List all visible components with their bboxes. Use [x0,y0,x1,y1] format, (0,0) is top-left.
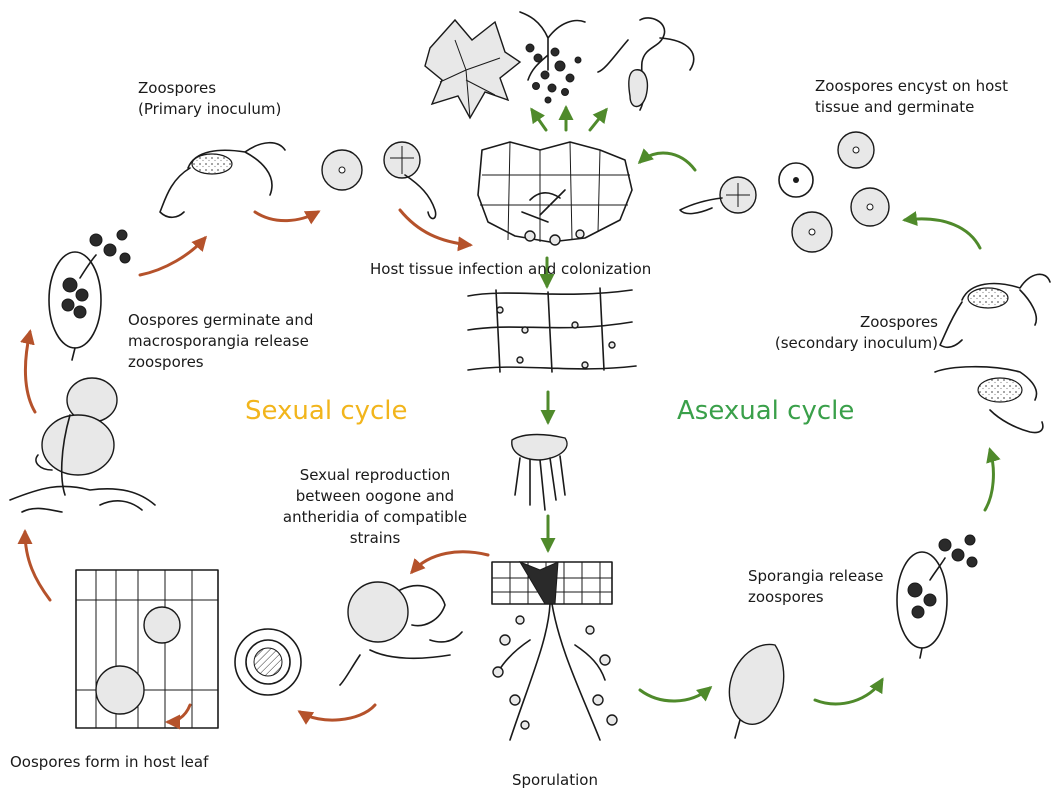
arrow-leaf-to-germination [25,532,50,600]
germinating-cyst-right-drawing [680,177,756,214]
sporangiophore-cluster-drawing [520,12,585,103]
label-zoospores-secondary: Zoospores (secondary inoculum) [748,312,938,354]
arrow-sporulation-to-sporangium [640,688,710,701]
arrow-cyst-to-host-tissue [640,153,695,170]
germinating-spore-drawing [598,18,694,110]
label-oospores-form: Oospores form in host leaf [10,752,208,773]
sporangium-drawing [729,644,783,738]
arrow-zoospore-to-cyst [255,212,318,221]
label-sporangia-release: Sporangia release zoospores [748,566,883,608]
arrow-sporangium-to-release [815,680,882,704]
germinating-oospore-drawing [10,378,155,512]
sporangiophore-tuft-drawing [512,435,567,511]
arrow-oospore-to-leaf [168,705,190,722]
arrow-host-to-germinating-spore [590,110,606,130]
label-sporulation: Sporulation [512,770,598,791]
sexual-cycle-title: Sexual cycle [245,396,408,426]
arrow-secondary-to-encyst [905,219,980,248]
infected-leaf-drawing [425,20,520,118]
secondary-zoospore-top-drawing [940,274,1050,347]
arrow-macrosporangium-to-zoospore [140,238,205,275]
oospores-in-leaf-drawing [76,570,218,728]
encysted-zoospores-right-drawing [779,132,889,252]
arrow-host-to-leaf [532,110,546,130]
label-zoospores-primary: Zoospores (Primary inoculum) [138,78,281,120]
arrow-sporulation-to-oogone [412,552,488,572]
asexual-cycle-title: Asexual cycle [677,396,854,426]
primary-zoospore-drawing [160,143,285,218]
arrow-oogone-to-oospore [300,705,375,720]
arrow-release-to-secondary [985,450,993,510]
secondary-zoospore-bottom-drawing [935,367,1043,433]
oospore-drawing [235,629,301,695]
host-tissue-drawing [478,142,632,245]
hyphae-network-drawing [468,288,636,372]
germinating-cyst-left-drawing [384,142,436,219]
label-zoospores-encyst: Zoospores encyst on host tissue and germ… [815,76,1008,118]
sporulation-drawing [492,562,617,740]
arrow-germination-to-macrosporangium [25,332,35,412]
macrosporangium-left-drawing [49,230,130,360]
label-host-infection: Host tissue infection and colonization [370,259,651,280]
oogone-antheridia-drawing [340,582,462,685]
label-sexual-reproduction: Sexual reproduction between oogone and a… [255,465,495,549]
label-oospores-germinate: Oospores germinate and macrosporangia re… [128,310,313,373]
encysted-zoospore-left-drawing [322,150,362,190]
sporangium-zoospores-right-drawing [897,535,977,658]
